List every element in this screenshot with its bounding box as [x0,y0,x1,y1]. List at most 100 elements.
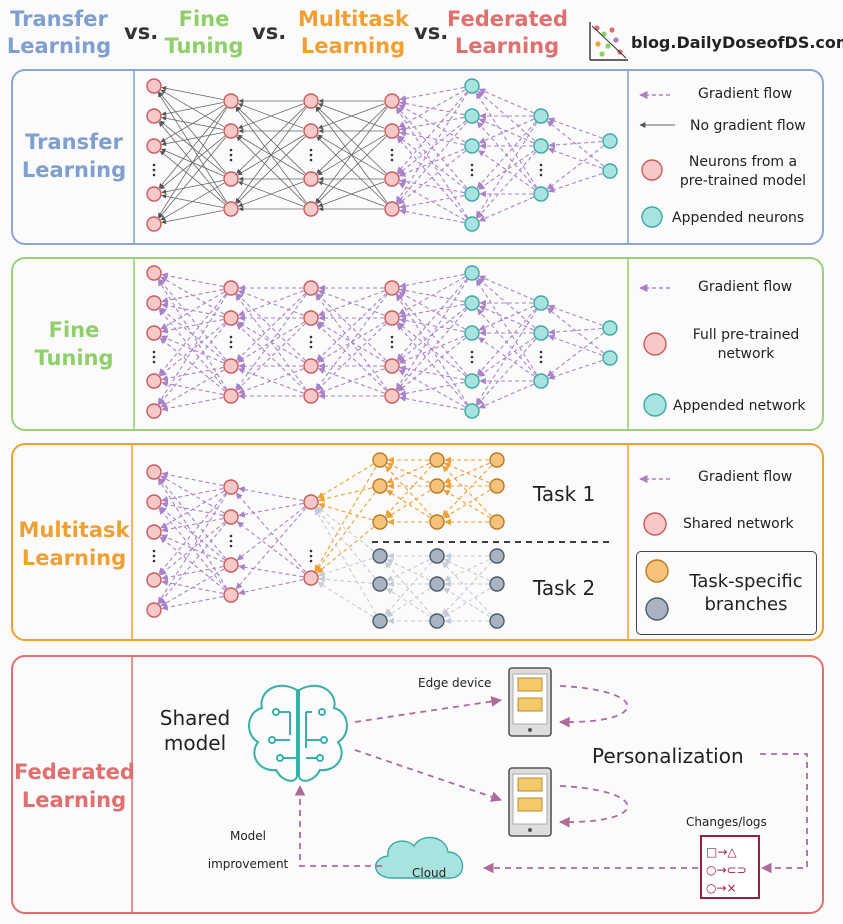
multitask-layer-1-dot-0 [229,534,233,538]
transfer-layer-0-dot-1 [152,168,156,172]
fine-layer-3-dot-0 [390,335,394,339]
transfer-layer-1-dot-1 [229,153,233,157]
fine-neuron-6-0 [602,320,618,336]
logo-point-1 [601,31,607,37]
panel-title-federated-line1: Federated [14,760,135,784]
fine-edge [478,305,534,331]
task2-edge [318,575,373,584]
multitask-shared-edge [161,517,224,533]
legend-fine-appended-icon [643,393,667,417]
transfer-neuron-4-2 [464,138,480,154]
task1-edge [384,465,432,517]
panel-title-federated: Federated Learning [14,758,135,814]
transfer-edge [399,194,465,210]
fine-edge [236,293,306,361]
logo-point-4 [605,43,611,49]
panel-title-multitask: Multitask Learning [14,516,134,572]
task2-neuron-1-1 [429,576,445,592]
legend-fine-gradient: Gradient flow [698,279,793,295]
fine-neuron-4-1 [464,295,480,311]
fine-edge [546,307,605,354]
header-vs-3: vs. [414,20,449,44]
task2-neuron-1-2 [429,613,445,629]
task2-edge [384,561,433,616]
multitask-shared-edge [236,506,306,561]
fine-layer-4-dot-1 [470,355,474,359]
fine-edge [398,291,466,330]
fine-edge [160,291,225,330]
transfer-neuron-5-1 [533,138,549,154]
transfer-neuron-4-0 [464,78,480,94]
fine-edge [317,321,386,363]
loop-edge2 [558,785,629,828]
fine-edge [399,395,465,411]
header-title-multitask-line1: Multitask [298,7,409,31]
transfer-layer-3-dot-2 [390,158,394,162]
transfer-edge [318,181,385,207]
task1-edge [443,489,491,519]
fine-edge [476,308,537,376]
task2-neuron-0-1 [372,576,388,592]
header-title-fine-line2: Tuning [164,34,244,58]
transfer-layer-2-dot-0 [309,148,313,152]
transfer-edge [158,136,227,219]
transfer-edge [157,107,228,218]
brain-node-0 [272,708,280,716]
brain-node-5 [316,754,324,762]
multitask-shared-edge [160,568,225,607]
header-title-transfer-line1: Transfer [10,7,108,31]
edge-device-2-icon-home-button [528,828,532,832]
model-improvement-line1: Model [229,829,267,843]
changes-logs-row1: □→△ [706,845,737,859]
multitask-shared-edge [238,486,304,502]
transfer-layer-0-dot-0 [152,163,156,167]
task1-edge [318,487,373,503]
fine-layer-2-dot-1 [309,340,313,344]
transfer-edge [477,90,536,142]
multitask-layer-0-dot-1 [152,554,156,558]
transfer-edge [478,118,534,144]
transfer-edge [158,106,227,189]
transfer-edge [478,150,535,190]
transfer-neuron-6-0 [602,133,618,149]
header-title-fine: Fine Tuning [164,6,244,60]
task1-neuron-1-0 [429,452,445,468]
fine-neuron-2-3 [303,388,319,404]
fine-edge [236,293,306,361]
multitask-shared-edge [235,492,307,573]
task1-neuron-1-1 [429,478,445,494]
fine-edge [398,369,466,408]
shared-model-line2: model [163,731,227,755]
task2-edge [316,506,375,552]
multitask-neuron-1-1 [223,509,239,525]
task2-neuron-0-0 [372,548,388,564]
changes-logs-icon [700,835,760,899]
fine-layer-3-dot-2 [390,345,394,349]
panel-multitask [11,443,824,641]
fine-edge [316,293,387,361]
brain-node-2 [276,754,284,762]
multitask-neuron-1-0 [223,479,239,495]
fine-edge [158,278,227,361]
logo-point-2 [609,27,615,33]
transfer-neuron-0-1 [146,108,162,124]
fine-edge [316,323,387,391]
task2-label: Task 2 [533,576,596,600]
arrow-model-to-edge1 [354,696,503,723]
multitask-neuron-0-4 [146,602,162,618]
legend-multitask-gradient: Gradient flow [698,469,793,485]
fine-edge [235,294,307,391]
legend-transfer-appended-icon [641,206,663,228]
task2-edge [443,558,490,582]
panel-title-fine-line1: Fine [48,318,100,342]
fine-neuron-1-3 [223,388,239,404]
multitask-shared-edge [161,487,224,503]
fine-neuron-5-2 [533,373,549,389]
fine-edge [161,272,224,288]
fine-edge [475,309,538,405]
transfer-edge [398,104,466,143]
edge-device-2-icon-card-2 [517,797,543,812]
edge-device-2-icon-card-1 [517,777,543,792]
site-url: blog.DailyDoseofDS.com [631,33,843,52]
transfer-edge [396,106,468,189]
